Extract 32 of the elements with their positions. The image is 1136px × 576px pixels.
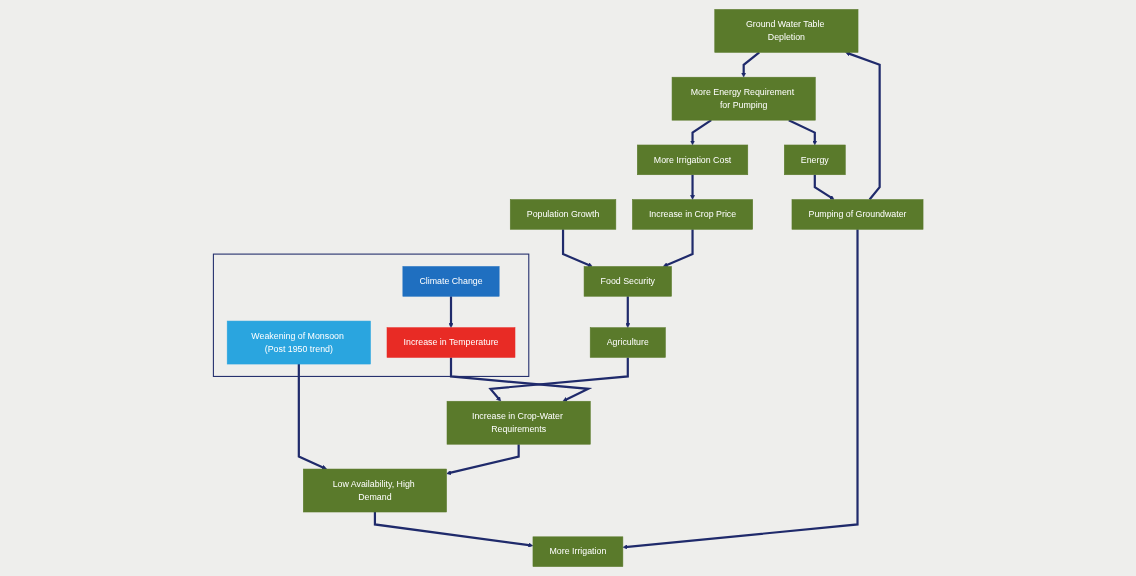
arrow — [622, 229, 859, 550]
node-box: Low Availability, High Demand — [302, 468, 447, 513]
arrow — [446, 444, 520, 475]
node-box: Climate Change — [402, 266, 500, 297]
node-box: Increase in Crop Price — [631, 199, 753, 230]
node-box: Population Growth — [509, 199, 616, 230]
arrow — [741, 51, 760, 78]
arrow — [662, 229, 694, 268]
arrow — [448, 296, 454, 328]
cluster — [212, 253, 530, 377]
arrow — [689, 174, 695, 200]
arrow — [845, 51, 881, 201]
node-box: Energy — [783, 144, 846, 175]
arrow — [449, 357, 593, 402]
node-box: Weakening of Monsoon (Post 1950 trend) — [226, 320, 371, 365]
arrow — [488, 357, 629, 402]
arrow — [689, 119, 712, 146]
arrow — [625, 296, 630, 328]
node-box: More Irrigation Cost — [636, 144, 748, 175]
node-box: Agriculture — [589, 327, 666, 358]
node-box: Increase in Temperature — [386, 327, 516, 358]
node-box: Food Security — [583, 266, 672, 297]
arrow — [373, 512, 533, 548]
node-box: Ground Water Table Depletion — [714, 9, 859, 53]
node-box: Increase in Crop-Water Requirements — [446, 400, 591, 445]
arrow — [297, 364, 327, 470]
arrow — [813, 174, 835, 200]
arrow — [788, 119, 817, 146]
node-box: More Energy Requirement for Pumping — [671, 76, 816, 121]
node-box: More Irrigation — [532, 536, 623, 567]
node-box: Pumping of Groundwater — [791, 199, 924, 230]
arrow — [561, 229, 593, 268]
